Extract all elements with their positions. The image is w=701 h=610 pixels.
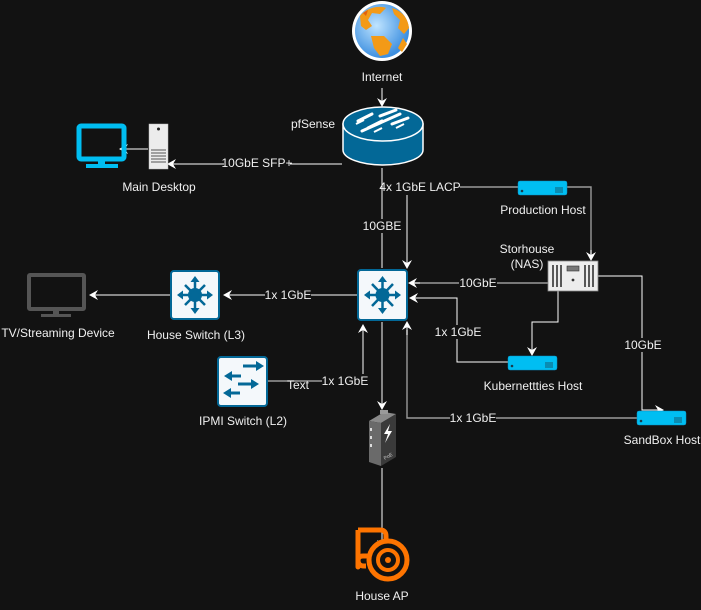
edge-core-house-switch: 1x 1GbE	[223, 288, 358, 302]
server-icon	[636, 410, 687, 426]
edge-pfsense-production: 4x 1GbE LACP	[379, 180, 518, 269]
node-tv[interactable]: TV/Streaming Device	[1, 273, 115, 340]
edge-label-pfsense-core: 10GBE	[363, 219, 402, 233]
node-label-ipmi-switch: IPMI Switch (L2)	[199, 414, 287, 428]
node-label-nas-line1: Storhouse	[500, 242, 555, 256]
tv-icon	[27, 273, 86, 317]
edge-label-kubernetes-core: 1x 1GbE	[435, 325, 482, 339]
edge-label-ipmi-text: Text	[287, 378, 310, 392]
edge-nas-kubernetes	[527, 291, 559, 356]
node-label-pfsense: pfSense	[291, 117, 335, 131]
server-icon	[507, 355, 558, 371]
edge-label-sandbox-core: 1x 1GbE	[450, 411, 497, 425]
globe-icon	[352, 1, 412, 61]
edge-pfsense-desktop: 10GbE SFP+	[167, 156, 342, 171]
node-label-main-desktop: Main Desktop	[122, 180, 196, 194]
edge-pfsense-core: 10GBE	[362, 168, 402, 268]
edge-label-core-house-switch: 1x 1GbE	[265, 288, 312, 302]
node-ipmi-switch[interactable]: IPMI Switch (L2)	[199, 356, 287, 428]
layer2-switch-icon	[217, 356, 268, 407]
layer3-switch-icon	[357, 269, 408, 321]
node-label-nas-line2: (NAS)	[511, 257, 544, 271]
edge-label-nas-sandbox: 10GbE	[624, 338, 661, 352]
node-storhouse-nas[interactable]: Storhouse (NAS)	[500, 242, 599, 292]
access-point-icon	[355, 527, 410, 582]
monitor-icon	[76, 123, 127, 168]
node-poe-injector[interactable]: PoE	[369, 410, 396, 466]
node-label-production-host: Production Host	[500, 203, 586, 217]
node-label-kubernetes-host: Kubernettties Host	[484, 379, 583, 393]
edge-nas-core: 10GbE	[408, 276, 548, 290]
router-icon	[342, 106, 424, 166]
node-sandbox-host[interactable]: SandBox Host	[624, 410, 701, 447]
node-label-tv: TV/Streaming Device	[1, 326, 115, 340]
node-monitor[interactable]	[76, 123, 127, 168]
node-label-sandbox-host: SandBox Host	[624, 433, 701, 447]
node-core-switch[interactable]	[357, 269, 408, 321]
node-production-host[interactable]: Production Host	[500, 180, 586, 217]
layer3-switch-icon	[170, 270, 220, 320]
node-house-switch[interactable]: House Switch (L3)	[147, 270, 245, 342]
node-main-desktop[interactable]: Main Desktop	[122, 123, 196, 194]
tower-pc-icon	[148, 123, 169, 170]
node-internet[interactable]: Internet	[352, 1, 412, 84]
edge-production-nas	[567, 186, 596, 261]
edge-nas-sandbox: 10GbE	[598, 275, 664, 415]
edge-label-pfsense-desktop: 10GbE SFP+	[221, 156, 292, 170]
edge-label-pfsense-production: 4x 1GbE LACP	[379, 180, 460, 194]
nas-icon	[547, 260, 599, 292]
poe-injector-icon: PoE	[369, 410, 396, 466]
edge-sandbox-core: 1x 1GbE	[402, 321, 637, 425]
node-label-house-ap: House AP	[355, 589, 408, 603]
node-pfsense[interactable]: pfSense	[291, 106, 424, 166]
node-label-house-switch: House Switch (L3)	[147, 328, 245, 342]
edge-ipmi-core: 1x 1GbE Text	[268, 324, 369, 392]
node-kubernetes-host[interactable]: Kubernettties Host	[484, 355, 583, 393]
edge-label-nas-core: 10GbE	[459, 276, 496, 290]
edge-label-ipmi-core: 1x 1GbE	[322, 374, 369, 388]
poe-label: PoE	[383, 452, 395, 462]
node-label-internet: Internet	[362, 70, 403, 84]
node-house-ap[interactable]: House AP	[355, 527, 410, 603]
edge-kubernetes-core: 1x 1GbE	[409, 293, 508, 363]
server-icon	[517, 180, 568, 196]
